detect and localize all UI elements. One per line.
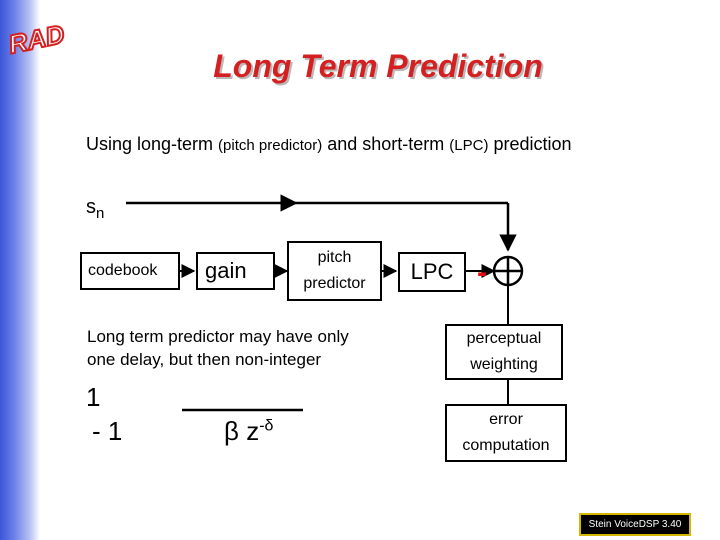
formula-numerator: 1 [86, 382, 101, 412]
summing-junction [492, 255, 524, 287]
signal-label: sn [86, 196, 105, 222]
predictor-note: Long term predictor may have only one de… [87, 327, 349, 369]
sidebar-gradient [0, 0, 40, 540]
pitch-predictor-block: pitch predictor [287, 241, 382, 301]
slide-subtitle: Using long-term (pitch predictor) and sh… [86, 134, 572, 154]
slide-title: Long Term Prediction [213, 48, 543, 84]
error-computation-block: error computation [445, 404, 567, 462]
perceptual-weighting-block: perceptual weighting [445, 324, 563, 380]
footer-badge: Stein VoiceDSP 3.40 [579, 513, 691, 536]
codebook-block: codebook [80, 252, 180, 290]
formula-denominator: - 1 [92, 416, 123, 446]
formula-beta-z: β z-δ [224, 416, 274, 446]
rad-logo: RAD [5, 18, 69, 58]
lpc-block: LPC [398, 252, 466, 292]
minus-sign: - [477, 256, 487, 289]
gain-block: gain [196, 252, 275, 290]
